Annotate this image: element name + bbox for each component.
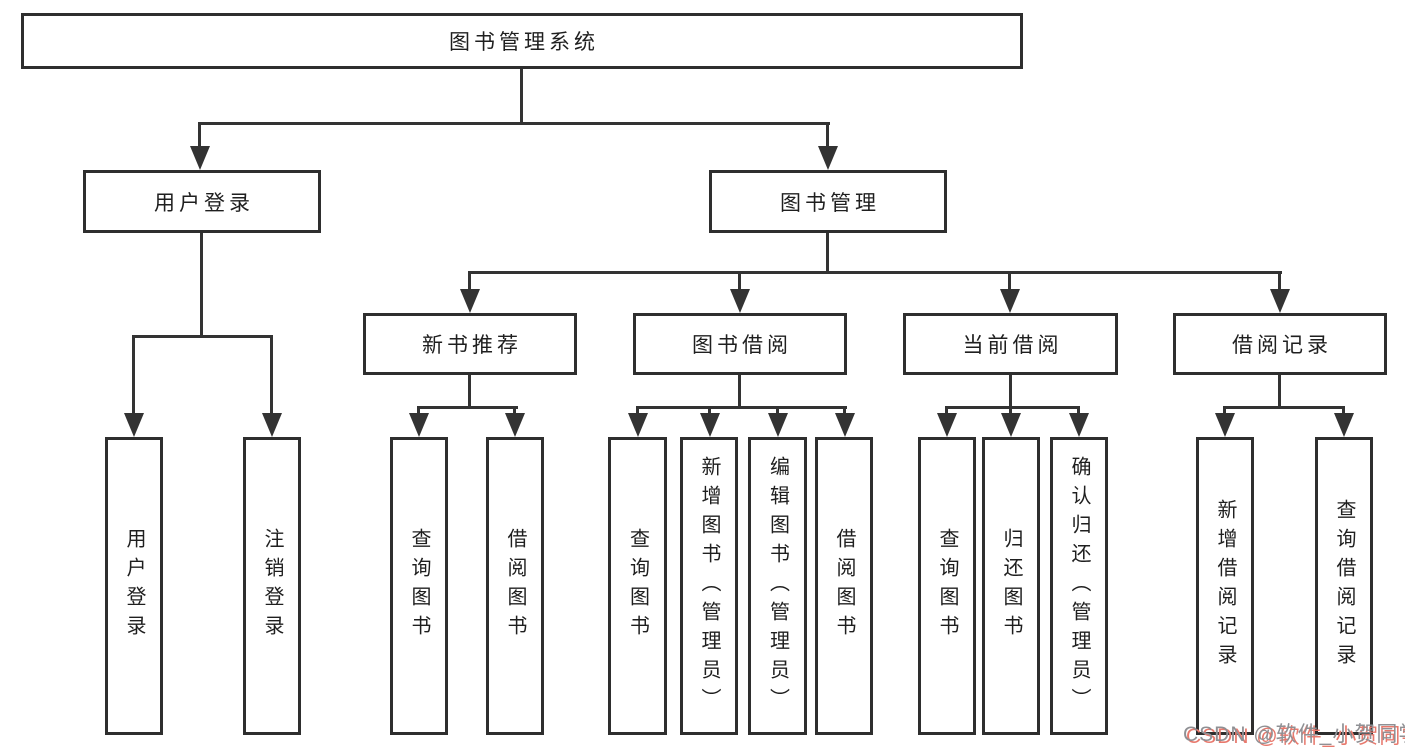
leaf-borrow-edit-books-admin-label: 编辑图书（管理员）	[766, 455, 789, 717]
leaf-records-query-record: 查询借阅记录	[1315, 437, 1373, 735]
connector-borrow-child-1	[636, 406, 639, 418]
connector-records-child-1	[1223, 406, 1226, 418]
connector-root-to-mgmt	[826, 122, 829, 154]
leaf-current-confirm-return-admin-label: 确认归还（管理员）	[1068, 455, 1090, 717]
connector-login-child-1	[132, 335, 135, 417]
leaf-borrow-edit-books-admin: 编辑图书（管理员）	[748, 437, 807, 735]
leaf-recommend-query-books-label: 查询图书	[408, 528, 430, 644]
node-user-login-label: 用户登录	[154, 191, 254, 215]
connector-borrow-stem	[738, 375, 741, 409]
arrow-down-icon	[262, 413, 282, 437]
leaf-borrow-query-books: 查询图书	[608, 437, 667, 735]
connector-mgmt-hbar	[468, 271, 1282, 274]
connector-mgmt-child-3	[1008, 271, 1011, 293]
node-book-management-label: 图书管理	[780, 191, 880, 215]
connector-mgmt-child-4	[1278, 271, 1281, 293]
leaf-user-login-label: 用户登录	[123, 528, 145, 644]
leaf-records-add-record: 新增借阅记录	[1196, 437, 1254, 735]
arrow-down-icon	[460, 289, 480, 313]
leaf-logout-label: 注销登录	[261, 528, 283, 644]
arrow-down-icon	[409, 413, 429, 437]
node-new-book-recommendation: 新书推荐	[363, 313, 577, 375]
leaf-borrow-add-books-admin-label: 新增图书（管理员）	[698, 455, 720, 717]
leaf-borrow-borrow-books: 借阅图书	[815, 437, 873, 735]
arrow-down-icon	[700, 413, 720, 437]
connector-login-hbar	[132, 335, 273, 338]
connector-current-child-1	[945, 406, 948, 418]
connector-current-child-2	[1009, 406, 1012, 418]
leaf-current-return-books: 归还图书	[982, 437, 1040, 735]
leaf-recommend-borrow-books-label: 借阅图书	[504, 528, 526, 644]
leaf-current-query-books: 查询图书	[918, 437, 976, 735]
watermark: CSDN @软件_小贺同学	[1183, 723, 1405, 746]
node-user-login: 用户登录	[83, 170, 321, 233]
arrow-down-icon	[768, 413, 788, 437]
node-book-borrowing-label: 图书借阅	[692, 334, 792, 357]
connector-borrow-child-3	[776, 406, 779, 418]
arrow-down-icon	[730, 289, 750, 313]
leaf-borrow-borrow-books-label: 借阅图书	[833, 528, 855, 644]
connector-mgmt-child-1	[468, 271, 471, 293]
connector-login-stem	[200, 233, 203, 337]
leaf-user-login: 用户登录	[105, 437, 163, 735]
connector-borrow-child-2	[708, 406, 711, 418]
connector-current-stem	[1009, 375, 1012, 409]
arrow-down-icon	[1270, 289, 1290, 313]
arrow-down-icon	[190, 146, 210, 170]
connector-root-stem	[520, 69, 523, 124]
leaf-recommend-query-books: 查询图书	[390, 437, 448, 735]
connector-current-child-3	[1077, 406, 1080, 418]
connector-login-child-2	[270, 335, 273, 417]
connector-mgmt-stem	[826, 233, 829, 273]
arrow-down-icon	[818, 146, 838, 170]
arrow-down-icon	[1000, 289, 1020, 313]
node-borrowing-records: 借阅记录	[1173, 313, 1387, 375]
arrow-down-icon	[1001, 413, 1021, 437]
arrow-down-icon	[1215, 413, 1235, 437]
node-book-management: 图书管理	[709, 170, 947, 233]
connector-recommend-stem	[468, 375, 471, 409]
node-new-book-recommendation-label: 新书推荐	[422, 334, 522, 357]
leaf-current-confirm-return-admin: 确认归还（管理员）	[1050, 437, 1108, 735]
leaf-borrow-query-books-label: 查询图书	[626, 528, 649, 644]
connector-mgmt-child-2	[738, 271, 741, 293]
connector-recommend-child-1	[417, 406, 420, 418]
connector-recommend-child-2	[513, 406, 516, 418]
node-current-borrowing-label: 当前借阅	[962, 334, 1063, 357]
connector-records-child-2	[1342, 406, 1345, 418]
connector-records-hbar	[1223, 406, 1344, 409]
arrow-down-icon	[1069, 413, 1089, 437]
leaf-current-return-books-label: 归还图书	[1000, 528, 1022, 644]
leaf-current-query-books-label: 查询图书	[936, 528, 958, 644]
connector-current-hbar	[945, 406, 1080, 409]
leaf-records-add-record-label: 新增借阅记录	[1214, 499, 1236, 673]
node-book-borrowing: 图书借阅	[633, 313, 847, 375]
node-root: 图书管理系统	[21, 13, 1023, 69]
arrow-down-icon	[505, 413, 525, 437]
connector-borrow-hbar	[636, 406, 847, 409]
node-current-borrowing: 当前借阅	[903, 313, 1118, 375]
connector-records-stem	[1278, 375, 1281, 409]
connector-root-hbar	[198, 122, 830, 125]
node-root-label: 图书管理系统	[449, 31, 599, 54]
arrow-down-icon	[1334, 413, 1354, 437]
arrow-down-icon	[835, 413, 855, 437]
leaf-borrow-add-books-admin: 新增图书（管理员）	[680, 437, 738, 735]
connector-root-to-login	[198, 122, 201, 154]
arrow-down-icon	[628, 413, 648, 437]
leaf-records-query-record-label: 查询借阅记录	[1333, 499, 1355, 673]
node-borrowing-records-label: 借阅记录	[1232, 334, 1332, 357]
leaf-recommend-borrow-books: 借阅图书	[486, 437, 544, 735]
connector-recommend-hbar	[417, 406, 518, 409]
arrow-down-icon	[124, 413, 144, 437]
arrow-down-icon	[937, 413, 957, 437]
leaf-logout: 注销登录	[243, 437, 301, 735]
connector-borrow-child-4	[843, 406, 846, 418]
